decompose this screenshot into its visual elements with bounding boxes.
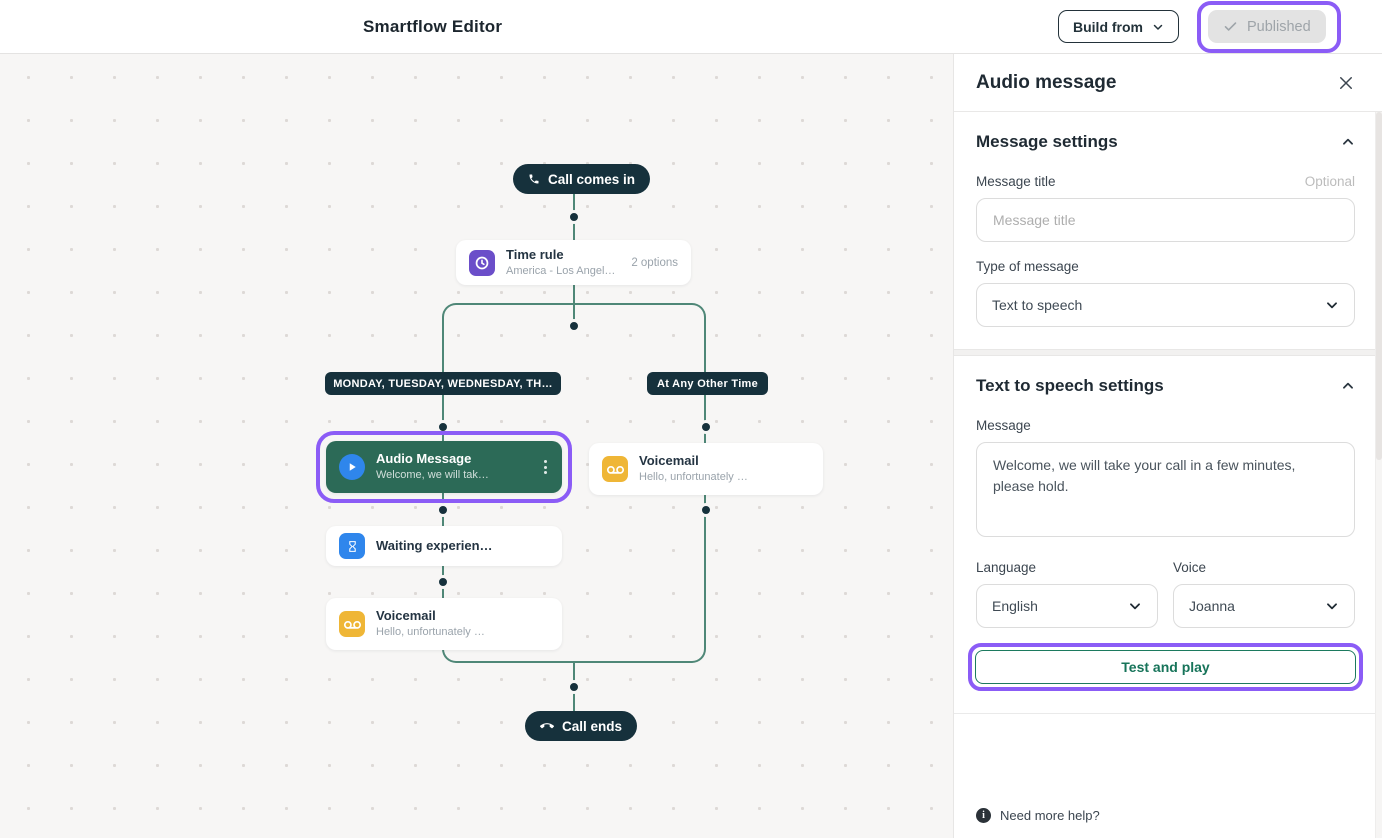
message-title-input[interactable] <box>976 198 1355 242</box>
test-and-play-button[interactable]: Test and play <box>975 650 1356 684</box>
connector-handle[interactable] <box>702 506 710 514</box>
message-title-label: Message title <box>976 174 1056 189</box>
voicemail-node-weekdays[interactable]: Voicemail Hello, unfortunately … <box>326 598 562 650</box>
connector-handle[interactable] <box>702 423 710 431</box>
branch-split-connector <box>442 303 706 510</box>
check-icon <box>1223 19 1238 34</box>
chevron-down-icon <box>1128 599 1142 613</box>
panel-footer: i Need more help? <box>954 800 1382 838</box>
message-settings-heading: Message settings <box>976 132 1118 151</box>
type-of-message-select[interactable]: Text to speech <box>976 283 1355 327</box>
hourglass-icon <box>339 533 365 559</box>
voice-select[interactable]: Joanna <box>1173 584 1355 628</box>
tts-settings-section: Text to speech settings Message Welcome,… <box>954 356 1382 713</box>
call-comes-in-node[interactable]: Call comes in <box>513 164 651 194</box>
play-icon <box>339 454 365 480</box>
close-icon[interactable] <box>1332 69 1360 97</box>
call-comes-in-label: Call comes in <box>548 171 636 187</box>
top-header: Smartflow Editor Build from Published <box>0 0 1382 54</box>
panel-divider <box>954 713 1382 714</box>
chevron-up-icon[interactable] <box>1341 135 1355 149</box>
time-rule-node[interactable]: Time rule America - Los Angel… 2 options <box>456 240 691 285</box>
voicemail-node-other[interactable]: Voicemail Hello, unfortunately … <box>589 443 823 495</box>
flow-canvas[interactable]: Call comes in Time rule America - Los An… <box>0 54 953 838</box>
call-ends-node[interactable]: Call ends <box>525 711 638 741</box>
time-rule-subtitle: America - Los Angel… <box>506 264 616 277</box>
connector-handle[interactable] <box>439 578 447 586</box>
branch-label-weekdays[interactable]: MONDAY, TUESDAY, WEDNESDAY, TH… <box>325 372 561 395</box>
clock-icon <box>469 249 495 276</box>
kebab-menu-icon[interactable] <box>542 456 549 478</box>
time-rule-title: Time rule <box>506 246 564 262</box>
panel-scrollbar[interactable] <box>1375 112 1382 838</box>
chevron-down-icon <box>1152 21 1164 33</box>
build-from-label: Build from <box>1073 18 1143 35</box>
connector-handle[interactable] <box>439 423 447 431</box>
panel-scrollbar-thumb[interactable] <box>1376 112 1382 460</box>
build-from-button[interactable]: Build from <box>1058 10 1179 43</box>
need-more-help-link[interactable]: Need more help? <box>1000 808 1100 823</box>
language-label: Language <box>976 560 1037 575</box>
tts-settings-header[interactable]: Text to speech settings <box>976 376 1355 396</box>
language-select[interactable]: English <box>976 584 1158 628</box>
panel-body: Message settings Message title Optional … <box>954 112 1382 838</box>
voice-value: Joanna <box>1189 598 1235 614</box>
audio-message-panel: Audio message Message settings Message t… <box>953 54 1382 838</box>
message-settings-section: Message settings Message title Optional … <box>954 112 1382 349</box>
chevron-down-icon <box>1325 298 1339 312</box>
connector-handle[interactable] <box>439 506 447 514</box>
audio-message-title: Audio Message <box>376 451 472 467</box>
voicemail-subtitle: Hello, unfortunately … <box>376 626 485 639</box>
voicemail-title: Voicemail <box>639 453 699 469</box>
branch-label-any-other-time[interactable]: At Any Other Time <box>647 372 769 395</box>
waiting-experience-node[interactable]: Waiting experien… <box>326 526 562 566</box>
section-divider <box>954 349 1382 356</box>
tts-settings-heading: Text to speech settings <box>976 376 1164 395</box>
published-label: Published <box>1247 18 1311 35</box>
call-ends-label: Call ends <box>562 718 623 734</box>
audio-message-subtitle: Welcome, we will tak… <box>376 469 489 482</box>
waiting-experience-title: Waiting experien… <box>376 537 493 553</box>
chevron-up-icon[interactable] <box>1341 379 1355 393</box>
type-of-message-value: Text to speech <box>992 297 1083 313</box>
voicemail-subtitle: Hello, unfortunately … <box>639 471 748 484</box>
type-of-message-label: Type of message <box>976 259 1079 274</box>
published-button[interactable]: Published <box>1208 10 1326 43</box>
chevron-down-icon <box>1325 599 1339 613</box>
panel-header: Audio message <box>954 54 1382 112</box>
test-and-play-highlight-ring: Test and play <box>968 643 1363 691</box>
options-count-badge: 2 options <box>631 256 678 269</box>
info-icon: i <box>976 808 991 823</box>
voice-label: Voice <box>1173 560 1207 575</box>
message-settings-header[interactable]: Message settings <box>976 132 1355 152</box>
page-title: Smartflow Editor <box>363 17 503 36</box>
voicemail-icon <box>339 611 365 637</box>
message-textarea[interactable]: Welcome, we will take your call in a few… <box>976 442 1355 537</box>
connector-line <box>573 283 575 331</box>
panel-title: Audio message <box>976 71 1117 93</box>
connector-handle[interactable] <box>570 213 578 221</box>
hang-up-icon <box>540 719 554 733</box>
connector-handle[interactable] <box>570 322 578 330</box>
connector-handle[interactable] <box>570 683 578 691</box>
voicemail-title: Voicemail <box>376 608 436 624</box>
language-value: English <box>992 598 1038 614</box>
voicemail-icon <box>602 456 628 482</box>
message-label: Message <box>976 418 1031 433</box>
audio-message-node[interactable]: Audio Message Welcome, we will tak… <box>326 441 562 493</box>
phone-icon <box>528 173 540 185</box>
optional-hint: Optional <box>1304 174 1355 189</box>
